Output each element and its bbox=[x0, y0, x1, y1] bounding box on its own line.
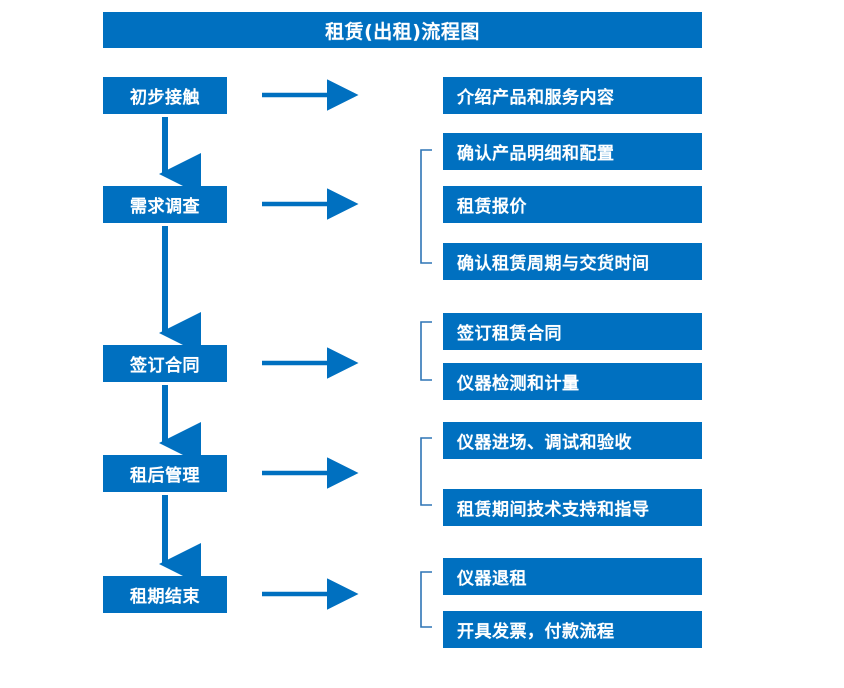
detail-box[interactable]: 仪器检测和计量 bbox=[443, 363, 702, 400]
detail-label: 租赁期间技术支持和指导 bbox=[457, 500, 650, 520]
detail-box[interactable]: 开具发票，付款流程 bbox=[443, 611, 702, 648]
stage-box[interactable]: 需求调查 bbox=[103, 186, 227, 223]
diagram-title-banner: 租赁(出租)流程图 bbox=[103, 12, 702, 48]
stage-box[interactable]: 签订合同 bbox=[103, 345, 227, 382]
stage-label: 初步接触 bbox=[130, 88, 200, 108]
detail-label: 签订租赁合同 bbox=[457, 324, 562, 344]
stage-box[interactable]: 租期结束 bbox=[103, 576, 227, 613]
detail-box[interactable]: 租赁报价 bbox=[443, 186, 702, 223]
detail-box[interactable]: 租赁期间技术支持和指导 bbox=[443, 489, 702, 526]
detail-label: 介绍产品和服务内容 bbox=[457, 88, 615, 108]
horizontal-arrow-group bbox=[262, 79, 359, 610]
detail-box[interactable]: 签订租赁合同 bbox=[443, 313, 702, 350]
stage-label: 签订合同 bbox=[130, 356, 200, 376]
group-bracket bbox=[420, 149, 432, 264]
detail-label: 仪器退租 bbox=[457, 569, 527, 589]
stage-label: 租期结束 bbox=[130, 587, 200, 607]
group-bracket bbox=[420, 437, 432, 506]
stage-box[interactable]: 初步接触 bbox=[103, 77, 227, 114]
stage-label: 需求调查 bbox=[130, 197, 200, 217]
group-bracket bbox=[420, 571, 432, 628]
detail-box[interactable]: 确认产品明细和配置 bbox=[443, 133, 702, 170]
detail-box[interactable]: 介绍产品和服务内容 bbox=[443, 77, 702, 114]
detail-label: 确认产品明细和配置 bbox=[457, 144, 615, 164]
detail-label: 租赁报价 bbox=[457, 197, 527, 217]
detail-box[interactable]: 确认租赁周期与交货时间 bbox=[443, 243, 702, 280]
detail-label: 仪器进场、调试和验收 bbox=[457, 433, 632, 453]
stage-label: 租后管理 bbox=[130, 466, 200, 486]
group-bracket bbox=[420, 321, 432, 381]
group-bracket-group bbox=[420, 149, 432, 628]
detail-label: 开具发票，付款流程 bbox=[457, 622, 615, 642]
diagram-title-text: 租赁(出租)流程图 bbox=[325, 20, 480, 43]
detail-box[interactable]: 仪器退租 bbox=[443, 558, 702, 595]
stage-box[interactable]: 租后管理 bbox=[103, 455, 227, 492]
detail-box[interactable]: 仪器进场、调试和验收 bbox=[443, 422, 702, 459]
detail-label: 确认租赁周期与交货时间 bbox=[457, 254, 650, 274]
detail-label: 仪器检测和计量 bbox=[457, 374, 580, 394]
